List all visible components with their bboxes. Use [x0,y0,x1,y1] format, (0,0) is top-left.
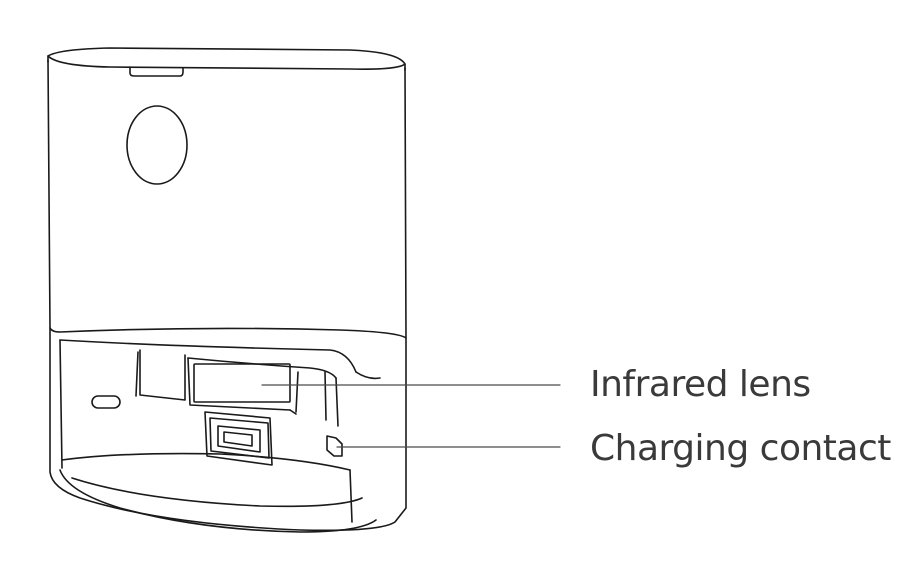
dock-lid [47,47,406,71]
infrared-lens-label: Infrared lens [590,364,811,405]
charging-contact-label: Charging contact [590,428,891,469]
lid-handle [129,66,184,77]
charging-contact-right [326,435,343,457]
charging-contact-pad [204,411,273,466]
dust-bin-window [126,105,188,185]
side-slot [91,395,121,409]
base-floor [59,469,377,533]
inner-recess [61,349,351,471]
dock-base-housing [49,327,407,532]
infrared-lens-window [193,363,291,403]
dust-bin-body [47,59,407,339]
